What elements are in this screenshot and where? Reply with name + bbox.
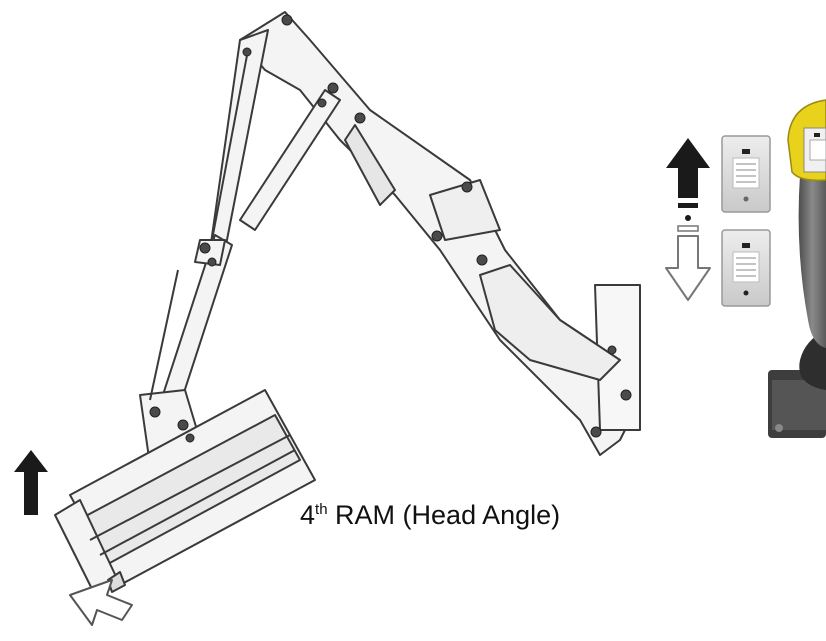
pivot-pins [149,14,632,443]
ram-label: 4th RAM (Head Angle) [300,500,560,531]
joystick-arrow-up-icon [666,138,710,221]
switch-up-icon [721,135,771,213]
arrow-down-outline-icon [69,579,133,626]
joystick-icon [768,99,826,438]
joystick-arrow-down-icon [665,225,711,301]
flail-head [54,389,316,596]
ram-label-ordinal: 4 [300,500,316,530]
switch-down-icon [721,229,771,307]
ram-label-main: RAM (Head Angle) [327,500,561,530]
arrow-up-black-icon [14,450,48,515]
ram-label-suffix: th [315,501,328,518]
